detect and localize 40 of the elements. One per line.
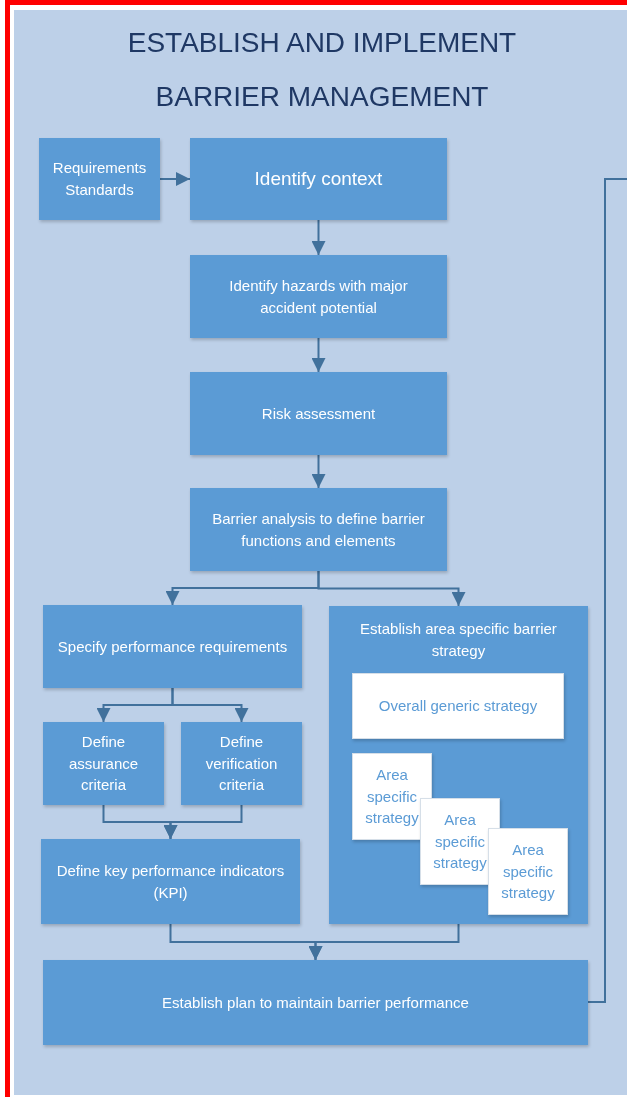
step-label: Area specific strategy xyxy=(500,839,556,904)
step-label: Risk assessment xyxy=(261,403,376,424)
arrow xyxy=(171,687,249,723)
step-label: Identify hazards with major accident potential xyxy=(228,275,409,318)
step-label: Define assurance criteria xyxy=(67,731,140,796)
step-label: Establish area specific barrier strategy xyxy=(359,619,558,661)
arrow xyxy=(308,923,460,961)
process-step xyxy=(43,960,588,1045)
process-step xyxy=(190,488,447,571)
arrow xyxy=(159,172,191,186)
step-label: Requirements Standards xyxy=(51,158,148,200)
step-label: Area specific strategy xyxy=(364,764,420,829)
strategy-panel xyxy=(329,606,588,924)
diagram-title: ESTABLISH AND IMPLEMENT BARRIER MANAGEMENT xyxy=(126,26,518,114)
process-step xyxy=(43,722,164,805)
strategy-card xyxy=(352,753,432,840)
arrow xyxy=(311,454,326,489)
step-label: Specify performance requirements xyxy=(57,636,288,657)
process-step xyxy=(190,138,447,220)
arrow xyxy=(311,219,326,256)
step-label: Overall generic strategy xyxy=(378,696,538,717)
strategy-card xyxy=(420,798,500,885)
arrow xyxy=(317,570,466,607)
connector-line xyxy=(587,178,627,1003)
arrow xyxy=(311,337,326,373)
step-label: Area specific strategy xyxy=(432,809,488,874)
step-label: Define verification criteria xyxy=(204,731,279,796)
process-step xyxy=(190,255,447,338)
strategy-card xyxy=(352,673,564,739)
process-step xyxy=(41,839,300,924)
step-label: Barrier analysis to define barrier functions and elements xyxy=(211,508,426,551)
step-label: Define key performance indicators (KPI) xyxy=(55,860,286,903)
process-step xyxy=(43,605,302,688)
process-step xyxy=(39,138,160,220)
strategy-card xyxy=(488,828,568,915)
step-label: Establish plan to maintain barrier performance xyxy=(162,992,469,1013)
process-step xyxy=(190,372,447,455)
arrow xyxy=(163,804,243,840)
process-step xyxy=(181,722,302,805)
step-label: Identify context xyxy=(254,167,383,192)
